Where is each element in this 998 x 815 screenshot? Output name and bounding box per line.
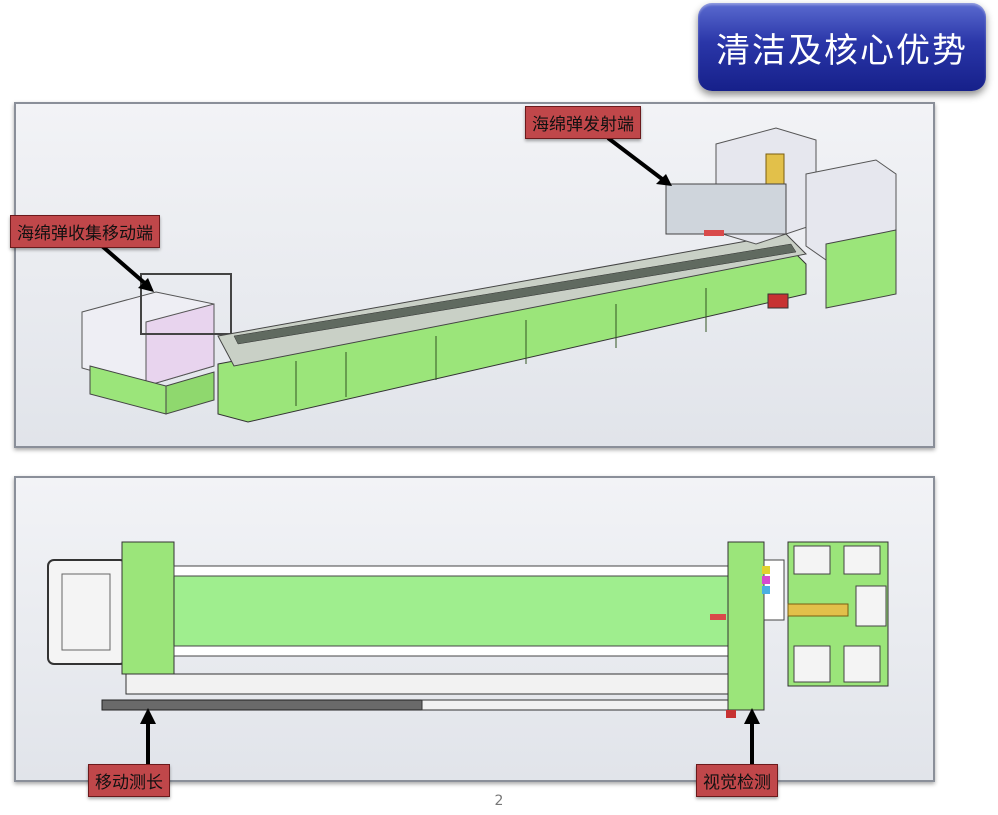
slide-title: 清洁及核心优势: [698, 3, 986, 91]
collector-label: 海绵弹收集移动端: [10, 215, 160, 248]
plan-view-panel: [14, 476, 935, 782]
plan-arrows: [140, 708, 760, 770]
plan-machine-drawing: [47, 541, 889, 718]
move-measure-label: 移动测长: [88, 764, 170, 797]
vision-label: 视觉检测: [696, 764, 778, 797]
emitter-label: 海绵弹发射端: [525, 106, 641, 139]
isometric-view-panel: [14, 102, 935, 448]
isometric-machine-drawing: [81, 127, 897, 423]
emitter-arrow: [100, 136, 672, 292]
page-number: 2: [494, 793, 504, 809]
